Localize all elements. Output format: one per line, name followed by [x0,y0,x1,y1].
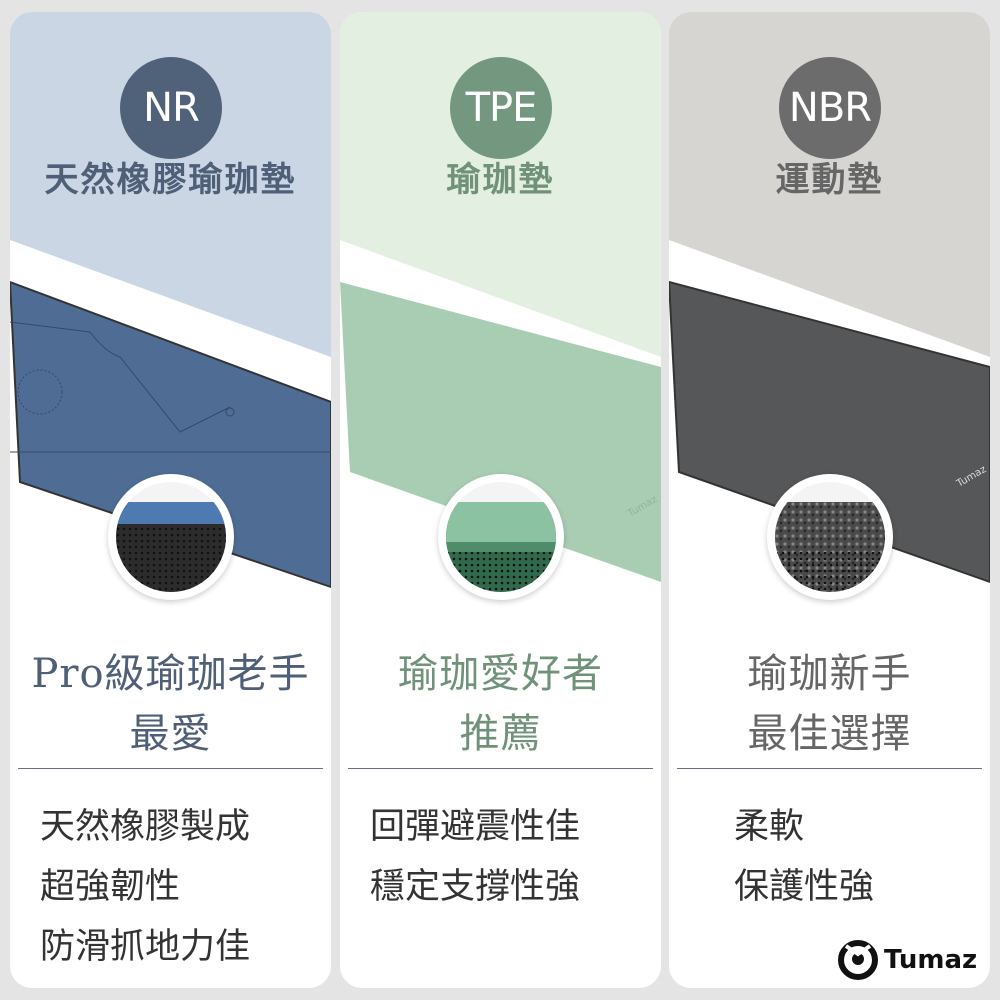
card-nbr: Tumaz NBR 運動墊 瑜珈新手最佳選擇 柔軟保護性強 [669,12,990,988]
recommendation-headline: 瑜珈新手最佳選擇 [669,644,990,764]
headline-line: 推薦 [459,711,542,757]
headline-line: 最佳選擇 [747,711,912,757]
product-title: 瑜珈墊 [446,160,555,200]
divider [677,768,982,769]
material-badge: TPE [450,57,552,159]
divider [18,768,323,769]
foam-cross-section [116,482,226,592]
feature-item: 防滑抓地力佳 [40,927,251,967]
product-title: 天然橡膠瑜珈墊 [44,160,297,200]
recommendation-headline: 瑜珈愛好者推薦 [340,644,661,764]
mat-illustration: Tumaz [340,12,661,582]
headline-line: 瑜珈新手 [747,651,912,697]
material-badge: NBR [779,57,881,159]
foam-cross-section [446,482,556,592]
bear-icon [838,940,878,980]
feature-list: 回彈避震性佳穩定支撐性強 [370,797,580,917]
feature-item: 回彈避震性佳 [370,807,581,847]
brand-logo: Tumaz [838,940,977,980]
feature-item: 保護性強 [734,867,875,907]
cross-section-inset [438,474,564,600]
feature-list: 天然橡膠製成超強韌性防滑抓地力佳 [40,797,250,977]
divider [348,768,653,769]
recommendation-headline: Pro級瑜珈老手最愛 [10,644,331,764]
card-tpe: Tumaz TPE 瑜珈墊 瑜珈愛好者推薦 回彈避震性佳穩定支撐性強 [340,12,661,988]
mat-illustration [10,12,331,589]
feature-item: 柔軟 [734,807,805,847]
feature-item: 超強韌性 [40,867,181,907]
mat-illustration: Tumaz [669,12,990,584]
feature-item: 天然橡膠製成 [40,807,251,847]
brand-name: Tumaz [884,945,978,975]
material-badge: NR [120,57,222,159]
cross-section-inset [108,474,234,600]
headline-line: 最愛 [129,711,212,757]
card-nr: NR 天然橡膠瑜珈墊 Pro級瑜珈老手最愛 天然橡膠製成超強韌性防滑抓地力佳 [10,12,331,988]
product-title: 運動墊 [775,160,884,200]
cross-section-inset [767,474,893,600]
headline-line: 瑜珈愛好者 [398,651,603,697]
feature-list: 柔軟保護性強 [734,797,874,917]
foam-cross-section [775,482,885,592]
headline-line: Pro級瑜珈老手 [31,651,310,697]
feature-item: 穩定支撐性強 [370,867,581,907]
